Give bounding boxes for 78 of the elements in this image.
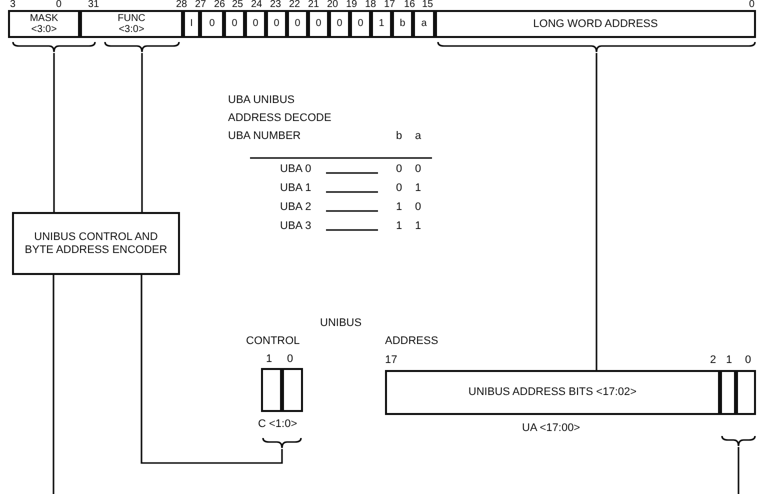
brace: [104, 42, 180, 53]
register-field: LONG WORD ADDRESS: [435, 10, 756, 38]
bit-number: 1: [266, 354, 272, 365]
bit-number: 31: [88, 0, 100, 10]
bit-number: 17: [385, 355, 398, 366]
table-cell: 0: [396, 164, 402, 175]
register-field: 0: [266, 10, 287, 38]
bit-box: [720, 370, 736, 415]
bit-box: [261, 368, 282, 412]
bit-number: 0: [749, 0, 755, 10]
table-heading: UBA NUMBER: [228, 131, 301, 142]
register-field: 0: [287, 10, 308, 38]
bit-number: 22: [289, 0, 300, 10]
encoder-box: UNIBUS CONTROL AND BYTE ADDRESS ENCODER: [12, 212, 180, 275]
connector-line: [52, 275, 54, 494]
bit-number: 18: [365, 0, 376, 10]
register-field: 0: [245, 10, 266, 38]
brace: [437, 42, 756, 53]
bit-number: 28: [176, 0, 188, 10]
address-register: UNIBUS ADDRESS BITS <17:02>: [385, 370, 720, 415]
table-cell: 1: [415, 221, 422, 232]
bit-number: 15: [422, 0, 434, 10]
bit-number: 26: [214, 0, 226, 10]
table-cell: 1: [415, 183, 422, 194]
connector-line: [140, 275, 283, 464]
bit-number: 0: [287, 354, 294, 365]
table-cell: UBA 3: [280, 221, 312, 232]
table-heading: UBA UNIBUS: [228, 95, 295, 106]
bit-box: [282, 368, 303, 412]
table-cell: UBA 2: [280, 202, 312, 213]
connector-line: [738, 447, 740, 494]
bit-number: 27: [195, 0, 206, 10]
brace: [262, 438, 302, 449]
table-cell: 0: [415, 202, 422, 213]
bit-number: 17: [384, 0, 396, 10]
connector-line: [53, 53, 55, 212]
register-field: I: [183, 10, 200, 38]
bit-number: 24: [251, 0, 262, 10]
bit-number: 25: [232, 0, 244, 10]
bit-number: 19: [346, 0, 358, 10]
register-field: 0: [308, 10, 329, 38]
bit-number: 2: [710, 355, 716, 366]
connector-line: [141, 53, 143, 212]
brace: [12, 42, 96, 53]
register-field: b: [392, 10, 413, 38]
bit-number: 0: [56, 0, 62, 10]
signal-name: C <1:0>: [258, 419, 298, 430]
table-cell: 0: [415, 164, 422, 175]
register-field: 0: [329, 10, 350, 38]
table-heading: ADDRESS DECODE: [228, 113, 332, 124]
bit-number: 20: [327, 0, 338, 10]
register-field: MASK <3:0>: [8, 10, 80, 38]
bit-number: 16: [404, 0, 416, 10]
bus-label: ADDRESS: [385, 336, 438, 347]
bit-number: 23: [270, 0, 282, 10]
bus-label: UNIBUS: [320, 318, 362, 329]
table-cell: 1: [396, 202, 402, 213]
register-field: 1: [371, 10, 392, 38]
bit-box: [736, 370, 756, 415]
bit-number: 21: [308, 0, 320, 10]
bus-label: CONTROL: [246, 336, 300, 347]
bit-number: 1: [726, 355, 732, 366]
column-heading: a: [415, 131, 422, 142]
bit-number: 3: [10, 0, 16, 10]
table-cell: UBA 1: [280, 183, 312, 194]
brace: [721, 436, 756, 447]
connector-line: [596, 53, 598, 370]
register-field: 0: [200, 10, 224, 38]
register-field: 0: [224, 10, 245, 38]
table-cell: UBA 0: [280, 164, 312, 175]
signal-name: UA <17:00>: [522, 423, 580, 434]
table-cell: 0: [396, 183, 402, 194]
column-heading: b: [396, 131, 402, 142]
register-field: FUNC <3:0>: [80, 10, 183, 38]
table-cell: 1: [396, 221, 402, 232]
register-field: 0: [350, 10, 371, 38]
register-field: a: [413, 10, 435, 38]
bit-number: 0: [745, 355, 752, 366]
